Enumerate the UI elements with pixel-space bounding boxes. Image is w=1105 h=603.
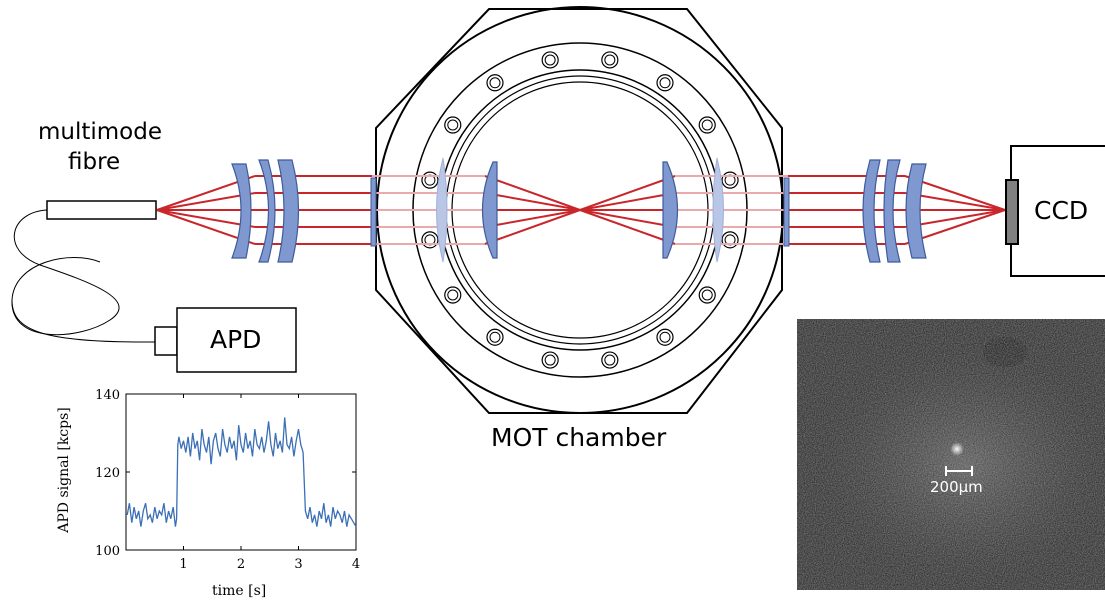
ccd-image-noise	[797, 319, 1105, 590]
bolt-outer	[541, 51, 559, 69]
bolt-outer	[601, 51, 619, 69]
beam-ray	[579, 192, 676, 211]
viewport-window-right	[783, 177, 790, 247]
fibre-connector	[46, 200, 157, 220]
beam-ray	[579, 175, 676, 211]
inner-viewport-left	[436, 157, 448, 263]
beam-ray	[484, 209, 581, 228]
fibre-cable-tail	[11, 299, 156, 343]
bolt-inner	[701, 119, 713, 131]
ccd-label: CCD	[1034, 196, 1089, 225]
bolt-inner	[659, 77, 671, 89]
ccd-image	[797, 319, 1105, 590]
bolt-inner	[701, 289, 713, 301]
bolt-outer	[421, 231, 439, 249]
lens-left-1	[231, 163, 252, 259]
chart-xlabel: time [s]	[212, 583, 267, 599]
x-tick-label: 2	[237, 557, 245, 572]
bolt-inner	[604, 54, 616, 66]
beam-ray	[484, 192, 581, 211]
flange-bolts	[421, 51, 739, 369]
x-tick-label: 3	[294, 557, 302, 572]
bolt-inner	[544, 54, 556, 66]
bolt-inner	[604, 354, 616, 366]
bolt-inner	[447, 119, 459, 131]
bolt-outer	[698, 116, 716, 134]
bolt-outer	[601, 351, 619, 369]
y-tick-label: 100	[95, 544, 120, 559]
y-tick-label: 140	[95, 388, 120, 403]
bolt-outer	[721, 231, 739, 249]
bolt-outer	[656, 328, 674, 346]
beam-ray	[484, 175, 581, 211]
lens-left-2	[258, 159, 276, 263]
beam-ray	[579, 209, 676, 245]
bolt-inner	[544, 354, 556, 366]
bolt-outer	[486, 74, 504, 92]
chart-plot-frame	[125, 393, 357, 551]
beam-ray	[156, 192, 256, 211]
bolt-outer	[444, 116, 462, 134]
bolt-outer	[656, 74, 674, 92]
apd-port	[154, 326, 178, 356]
fibre-label-line1: multimode	[38, 119, 163, 145]
apd-label: APD	[210, 325, 262, 354]
lens-inner-left	[481, 161, 498, 259]
lens-right-2	[883, 159, 901, 263]
apd-box	[176, 307, 297, 373]
apd-signal-chart: 1 2 3 4 100 120 140	[95, 388, 360, 572]
bolt-inner	[489, 331, 501, 343]
y-tick-label: 120	[95, 466, 120, 481]
bolt-outer	[444, 286, 462, 304]
bolt-outer	[721, 171, 739, 189]
bolt-inner	[659, 331, 671, 343]
lens-left-3	[277, 159, 300, 263]
beam-ray	[156, 209, 256, 228]
ccd-window	[1005, 179, 1019, 245]
bolt-inner	[489, 77, 501, 89]
beam-ray	[904, 209, 1006, 228]
beam-ray	[579, 209, 676, 228]
bolt-outer	[486, 328, 504, 346]
bolt-inner	[447, 289, 459, 301]
fibre-apd	[11, 200, 297, 373]
lenses	[231, 159, 927, 263]
lens-right-3	[905, 163, 927, 259]
beam-ray	[904, 192, 1006, 211]
apd-signal-trace	[126, 417, 357, 527]
bolt-outer	[698, 286, 716, 304]
atom-cloud	[950, 442, 964, 456]
bolt-outer	[421, 171, 439, 189]
inner-viewport-right	[712, 157, 724, 263]
lens-right-1	[862, 159, 881, 263]
x-tick-label: 1	[179, 557, 187, 572]
fibre-label-line2: fibre	[68, 149, 121, 175]
viewports	[370, 157, 790, 263]
ccd-camera	[1005, 145, 1105, 277]
chart-ylabel: APD signal [kcps]	[56, 407, 72, 533]
viewport-window-left	[370, 177, 377, 247]
scale-bar	[945, 466, 973, 476]
chart-ticks: 1 2 3 4 100 120 140	[95, 388, 360, 572]
chamber-label: MOT chamber	[491, 423, 667, 452]
lens-inner-right	[662, 161, 679, 259]
scale-bar-label: 200µm	[930, 478, 983, 496]
bolt-outer	[541, 351, 559, 369]
x-tick-label: 4	[352, 557, 360, 572]
fibre-cable	[11, 209, 120, 336]
beam-ray	[484, 209, 581, 245]
